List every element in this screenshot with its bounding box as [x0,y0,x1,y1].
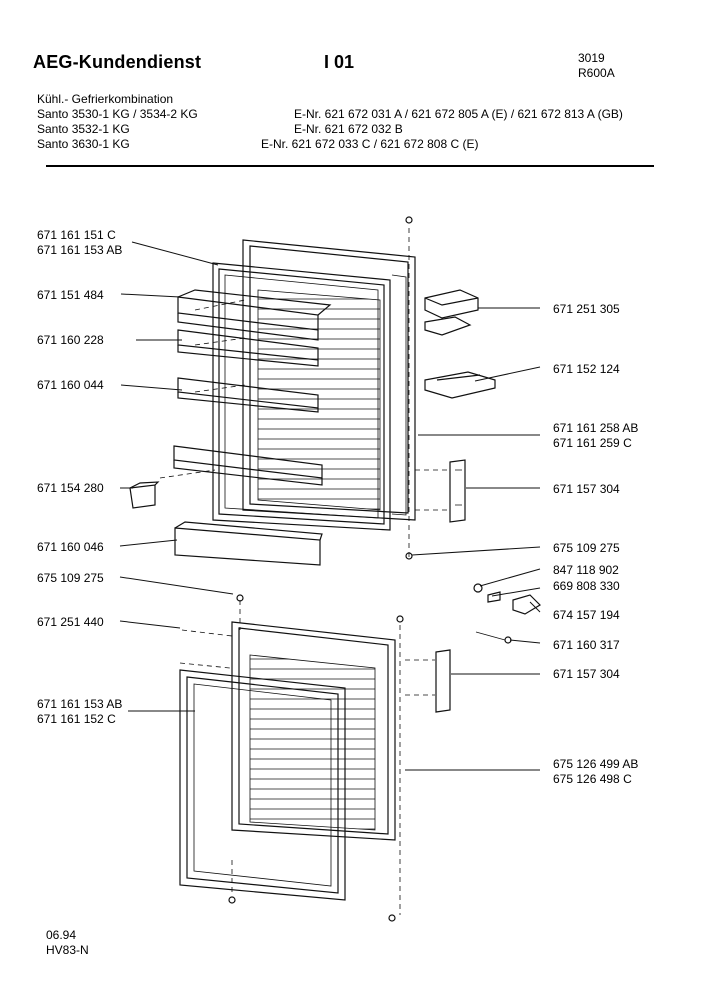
lower-door-panel [231,621,396,841]
model-name: Santo 3532-1 KG [37,122,130,136]
product-category: Kühl.- Gefrierkombination [37,92,174,106]
upper-door-gasket [212,262,391,531]
brand-title: AEG-Kundendienst [33,52,202,72]
model-enr: E-Nr. 621 672 032 B [294,122,403,136]
part-number-label: 671 251 440 [37,615,104,629]
part-number-label: 671 161 152 C [37,712,116,726]
part-number-label: 847 118 902 [553,563,619,577]
page-id: I 01 [324,52,355,72]
lower-right-parts [228,583,541,922]
part-number-label: 671 161 151 C [37,228,116,242]
part-number-label: 675 126 499 AB [553,757,639,771]
part-number-label: 671 161 153 AB [37,697,123,711]
part-number-label: 671 161 258 AB [553,421,639,435]
part-number-label: 675 126 498 C [553,772,632,786]
model-name: Santo 3630-1 KG [37,137,130,151]
part-number-label: 671 157 304 [553,482,620,496]
upper-door-panel [242,239,416,521]
part-number-label: 671 160 044 [37,378,104,392]
door-shelves [129,289,332,566]
upper-right-parts [405,216,496,560]
footer-code: HV83-N [46,943,89,957]
part-number-label: 671 160 228 [37,333,104,347]
part-number-label: 671 160 046 [37,540,104,554]
part-number-label: 671 152 124 [553,362,620,376]
part-number-label: 675 109 275 [553,541,620,555]
part-number-label: 674 157 194 [553,608,620,622]
refrigerant-code: R600A [578,66,615,80]
lower-door-gasket [179,669,346,901]
part-number-label: 669 808 330 [553,579,620,593]
part-number-label: 671 160 317 [553,638,620,652]
part-number-label: 671 161 259 C [553,436,632,450]
doc-code: 3019 [578,51,605,65]
model-enr: E-Nr. 621 672 033 C / 621 672 808 C (E) [261,137,479,151]
model-name: Santo 3530-1 KG / 3534-2 KG [37,107,198,121]
footer-date: 06.94 [46,928,77,942]
part-number-label: 675 109 275 [37,571,104,585]
part-number-label: 671 154 280 [37,481,104,495]
header-divider [46,165,654,167]
model-enr: E-Nr. 621 672 031 A / 621 672 805 A (E) … [294,107,623,121]
part-number-label: 671 151 484 [37,288,104,302]
part-number-label: 671 251 305 [553,302,620,316]
part-number-label: 671 161 153 AB [37,243,123,257]
part-number-label: 671 157 304 [553,667,620,681]
